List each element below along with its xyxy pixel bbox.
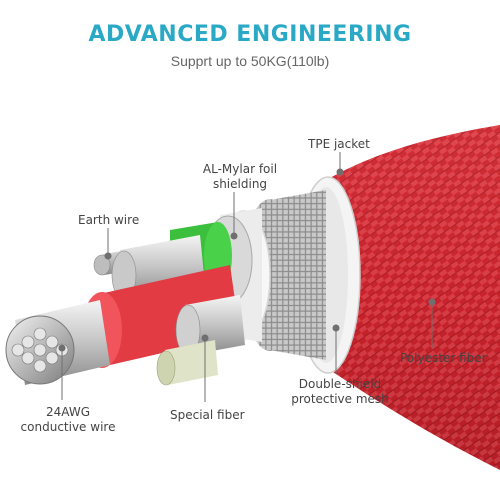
tpe-jacket-braid [330, 125, 500, 470]
page-title: ADVANCED ENGINEERING [88, 22, 412, 47]
label-double-shield-line1: Double-shield [298, 377, 382, 391]
label-al-mylar-line2: shielding [212, 177, 268, 191]
awg-conductive-wire [5, 300, 110, 385]
label-24awg-line2: conductive wire [20, 420, 116, 434]
label-tpe-jacket: TPE jacket [308, 137, 370, 151]
label-earth-wire: Earth wire [78, 213, 140, 227]
label-double-shield-line2: protective mesh [291, 392, 389, 406]
label-24awg-line1: 24AWG [46, 405, 90, 419]
label-24awg: 24AWG conductive wire [18, 405, 118, 435]
label-double-shield: Double-shield protective mesh [290, 377, 390, 407]
label-al-mylar: AL-Mylar foil shielding [190, 162, 290, 192]
label-special-fiber: Special fiber [170, 408, 245, 422]
callout-lines [58, 152, 436, 402]
label-polyester-fiber: Polyester fiber [400, 351, 487, 365]
page-subtitle: Supprt up to 50KG(110lb) [170, 53, 330, 69]
label-al-mylar-line1: AL-Mylar foil [202, 162, 278, 176]
